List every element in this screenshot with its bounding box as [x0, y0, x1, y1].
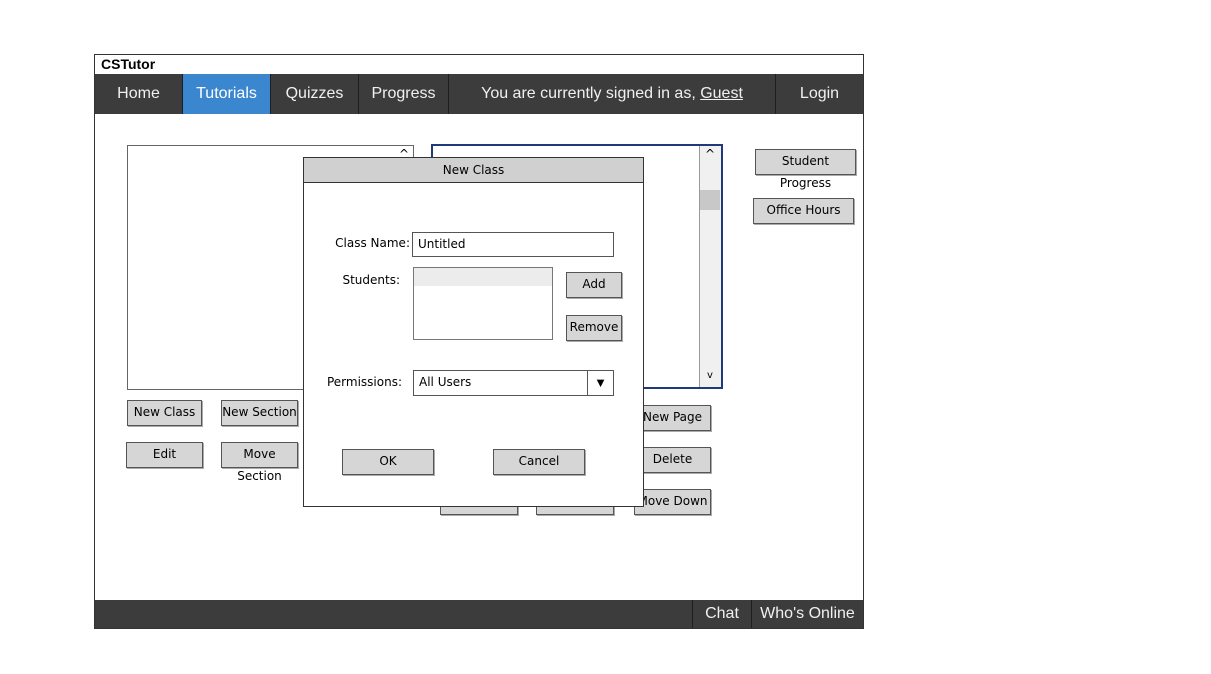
dropdown-arrow-icon[interactable]: ▼ [587, 370, 614, 396]
cancel-button[interactable]: Cancel [493, 449, 585, 475]
delete-button[interactable]: Delete [634, 447, 711, 473]
chat-button[interactable]: Chat [692, 600, 751, 628]
scroll-down-icon[interactable]: v [707, 370, 713, 381]
students-label: Students: [342, 273, 400, 287]
tab-progress[interactable]: Progress [359, 74, 449, 114]
class-name-label: Class Name: [335, 236, 410, 250]
new-class-button[interactable]: New Class [127, 400, 202, 426]
signed-in-status: You are currently signed in as, Guest [449, 74, 776, 114]
permissions-value: All Users [419, 375, 472, 389]
add-student-button[interactable]: Add [566, 272, 622, 298]
left-scroll-up-icon[interactable]: ^ [398, 147, 410, 161]
login-button[interactable]: Login [799, 85, 840, 102]
tab-quizzes[interactable]: Quizzes [271, 74, 359, 114]
new-section-button[interactable]: New Section [221, 400, 298, 426]
tab-tutorials[interactable]: Tutorials [183, 74, 271, 114]
remove-student-button[interactable]: Remove [566, 315, 622, 341]
user-link[interactable]: Guest [700, 85, 743, 102]
whos-online-button[interactable]: Who's Online [751, 600, 863, 628]
app-title: CSTutor [101, 56, 156, 72]
permissions-label: Permissions: [326, 375, 402, 389]
signed-in-text: You are currently signed in as, [481, 85, 701, 102]
ok-button[interactable]: OK [342, 449, 434, 475]
nav-bar: Home Tutorials Quizzes Progress You are … [95, 74, 863, 114]
office-hours-button[interactable]: Office Hours [753, 198, 854, 224]
edit-button[interactable]: Edit [126, 442, 203, 468]
move-down-button[interactable]: Move Down [634, 489, 711, 515]
permissions-select[interactable]: All Users [413, 370, 614, 396]
class-name-field[interactable]: Untitled [412, 232, 614, 257]
footer-bar: Chat Who's Online [95, 600, 863, 628]
student-progress-button[interactable]: Student Progress [755, 149, 856, 190]
tab-home[interactable]: Home [95, 74, 183, 114]
scrollbar-thumb[interactable] [700, 190, 720, 210]
new-page-button[interactable]: New Page [634, 405, 711, 431]
students-list-row[interactable] [414, 268, 552, 286]
page-list-scrollbar[interactable] [699, 146, 721, 387]
scroll-up-icon[interactable]: ^ [704, 147, 716, 161]
move-section-button[interactable]: Move Section [221, 442, 298, 483]
dialog-title: New Class [304, 158, 643, 183]
